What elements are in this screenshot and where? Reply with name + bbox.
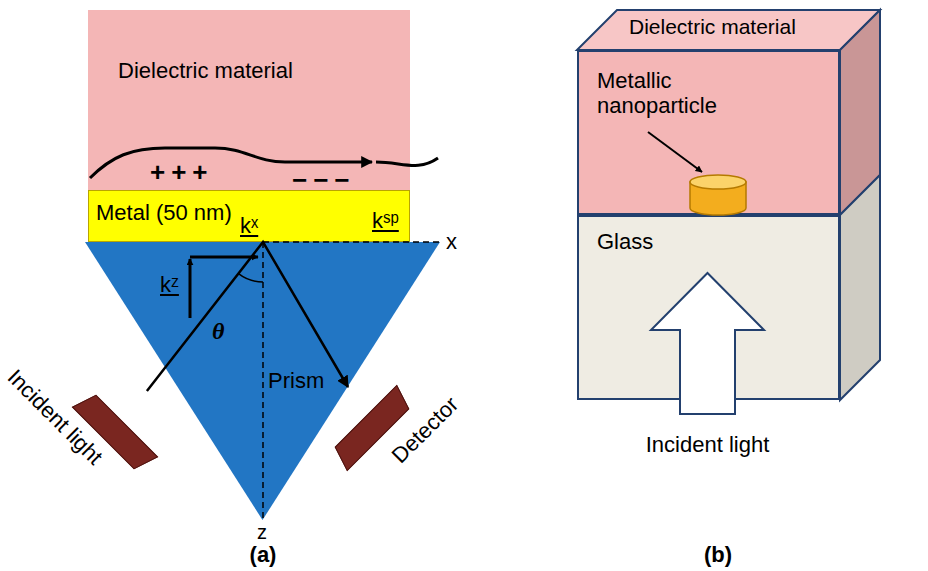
angle-arc xyxy=(239,274,264,282)
incident-arrow: Incident light xyxy=(650,272,765,415)
top-face xyxy=(577,10,880,50)
nanoparticle-top xyxy=(690,175,746,189)
figure-label: kˢᵖ xyxy=(372,208,399,233)
node-text: Metal (50 nm) xyxy=(96,200,232,225)
x-axis-dashed xyxy=(263,241,443,243)
big-arrow-shape xyxy=(650,272,765,415)
node-text: Incident light xyxy=(646,432,770,457)
z-axis-dashed xyxy=(262,242,264,518)
figure-label: kᶻ xyxy=(160,272,179,297)
node-text: Dielectric material xyxy=(629,15,796,39)
figure-label: x xyxy=(446,229,457,254)
big-arrow xyxy=(651,273,764,414)
kz-vector xyxy=(189,259,192,318)
node-text: Prism xyxy=(268,368,324,393)
figure-label: θ xyxy=(212,318,224,346)
figure-label: kˣ xyxy=(240,213,258,238)
figure-label: −−− xyxy=(292,166,356,196)
node-text: Glass xyxy=(597,229,653,254)
figure-label: (b) xyxy=(704,542,732,567)
side-face-glass xyxy=(840,175,880,400)
leader-arrow xyxy=(648,132,702,172)
light-ray xyxy=(147,242,348,391)
figure-label: z xyxy=(257,521,267,544)
detector: Detector xyxy=(331,387,413,469)
prism-triangle xyxy=(85,242,440,520)
kx-vector xyxy=(190,256,258,259)
figure-label: +++ xyxy=(150,158,214,188)
figure-label: (a) xyxy=(250,542,277,567)
light-source: Incident light xyxy=(74,391,156,473)
plasmon-wave-tail xyxy=(376,158,438,165)
figure-label: Metallic nanoparticle xyxy=(597,68,737,119)
node-text: Dielectric material xyxy=(118,58,293,83)
